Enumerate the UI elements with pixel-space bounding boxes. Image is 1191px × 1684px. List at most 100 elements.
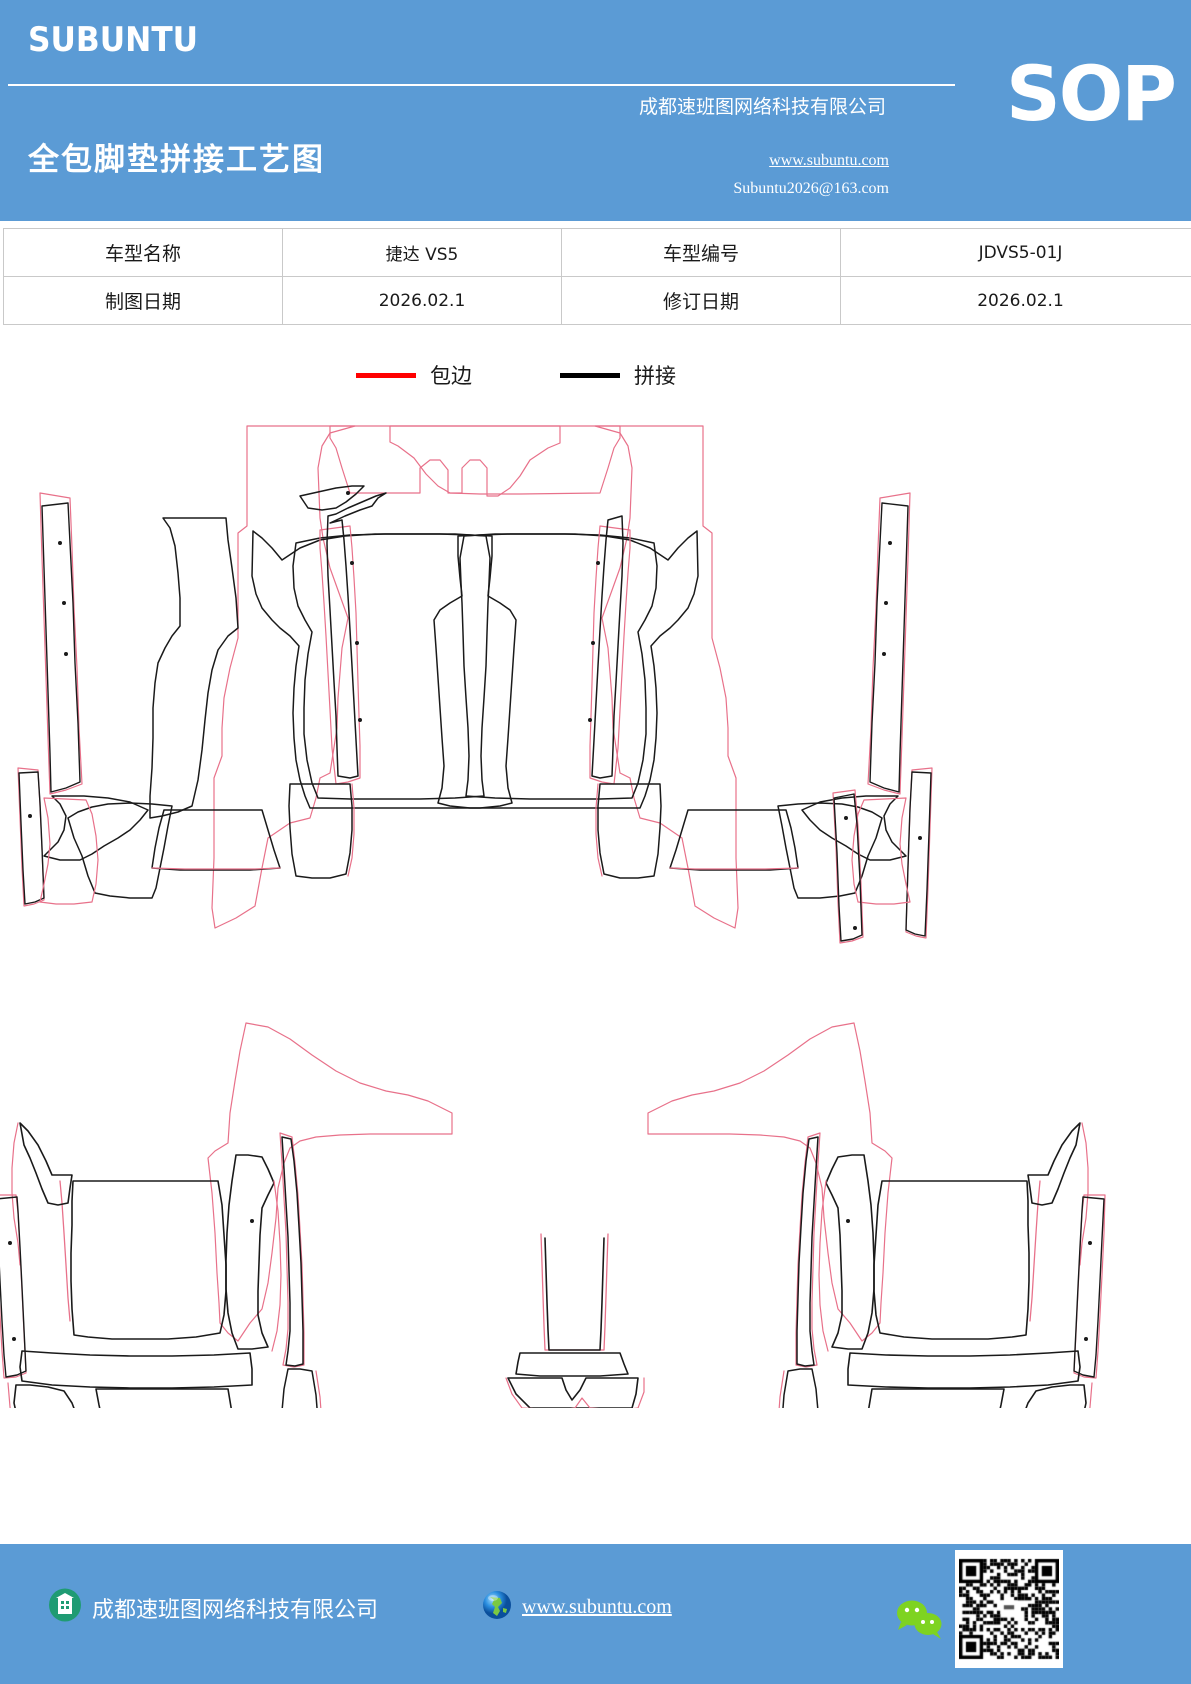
splice-left-hook-rear-right [1027, 1122, 1081, 1206]
front-right-outer-strip [832, 789, 864, 944]
splice-center-body-front-left [251, 530, 517, 809]
label-revision-date: 修订日期 [561, 276, 841, 325]
header-divider-rule [8, 84, 955, 86]
binding-right-panel-rear-left [271, 1180, 282, 1352]
splice-right-panel-rear-left [225, 1154, 275, 1350]
globe-icon [480, 1588, 514, 1627]
binding-outline-rear-left [207, 1022, 453, 1342]
header-website-link[interactable]: www.subuntu.com [769, 152, 889, 169]
legend-swatch-black-line-icon [560, 372, 620, 378]
splice-main-panel-rear-left [70, 1180, 227, 1340]
binding-center-bottom-flare [505, 1377, 645, 1408]
punch-hole-marker [28, 814, 32, 818]
punch-hole-marker [853, 926, 857, 930]
splice-left-strip-front-right [869, 502, 909, 793]
punch-hole-marker [8, 1241, 12, 1245]
splice-inner-panel-front-right [459, 533, 658, 800]
punch-hole-marker [350, 561, 354, 565]
splice-far-right-strip [833, 793, 863, 942]
legend: 包边 拼接 [0, 360, 1191, 394]
label-model-name: 车型名称 [3, 228, 283, 277]
punch-hole-marker [596, 561, 600, 565]
splice-left-tall-strip-rear-right [1073, 1196, 1105, 1378]
binding-right-strip-front-left [319, 525, 361, 785]
front-right-mat-assembly [389, 425, 933, 939]
splice-lower-left-strip [18, 771, 45, 905]
brand-logo-text: SUBUNTU [28, 20, 199, 60]
splice-right-sliver-rear-right [796, 1136, 819, 1367]
footer-website-link[interactable]: www.subuntu.com [522, 1596, 672, 1618]
splice-right-strip-front-right [591, 515, 624, 779]
value-model-name: 捷达 VS5 [282, 228, 562, 277]
punch-hole-marker [358, 718, 362, 722]
document-title: 全包脚垫拼接工艺图 [28, 142, 325, 177]
binding-outline-front-right-top [389, 425, 621, 495]
splice-left-tall-strip-rear-left [0, 1196, 27, 1378]
binding-bottom-left-wedge-rear-left [7, 1382, 11, 1408]
binding-bottom-right-sliver-rear-left [315, 1370, 322, 1408]
splice-bottom-mid-trapezoid-rear-left [95, 1388, 232, 1408]
footer-company-block: 成都速班图网络科技有限公司 [48, 1588, 378, 1627]
splice-left-hook-rear-left [19, 1122, 73, 1206]
splice-bottom-trapezoid-front-left [151, 809, 281, 871]
punch-hole-marker [1088, 1241, 1092, 1245]
binding-left-strip-front-right [867, 492, 911, 795]
vehicle-info-table: 车型名称 捷达 VS5 车型编号 JDVS5-01J 制图日期 2026.02.… [3, 228, 1191, 325]
splice-left-strip-front-left [41, 502, 81, 793]
binding-bottom-trapezoid-front-right [669, 867, 799, 870]
punch-hole-marker [846, 1219, 850, 1223]
punch-hole-marker [882, 652, 886, 656]
splice-bottom-band-rear-right [847, 1350, 1081, 1389]
table-row: 车型名称 捷达 VS5 车型编号 JDVS5-01J [3, 228, 1191, 277]
splice-bottom-band-rear-left [19, 1350, 253, 1389]
legend-swatch-red-line-icon [356, 372, 416, 378]
binding-lower-right-block-front-left [347, 783, 355, 877]
punch-hole-marker [588, 718, 592, 722]
rear-center-tunnel-panel [505, 1233, 645, 1408]
header-email-text: Subuntu2026@163.com [733, 180, 889, 197]
splice-lower-right-block-front-left [288, 783, 353, 879]
binding-far-right-strip [832, 789, 864, 944]
punch-hole-marker [844, 816, 848, 820]
punch-hole-marker [58, 541, 62, 545]
footer-website-block: www.subuntu.com [480, 1588, 672, 1627]
binding-right-strip-front-right [589, 525, 631, 785]
page-header: SUBUNTU 全包脚垫拼接工艺图 成都速班图网络科技有限公司 www.subu… [0, 0, 1191, 221]
punch-hole-marker [355, 641, 359, 645]
binding-right-panel-rear-right [818, 1180, 829, 1352]
label-draw-date: 制图日期 [3, 276, 283, 325]
binding-top-lip-rear-right [1029, 1180, 1041, 1322]
punch-hole-marker [62, 601, 66, 605]
legend-label-binding: 包边 [430, 364, 472, 388]
splice-right-wing-front-left [299, 485, 365, 511]
value-draw-date: 2026.02.1 [282, 276, 562, 325]
splice-bottom-left-wedge-rear-left [13, 1384, 75, 1408]
technical-drawing-area [0, 398, 1191, 1408]
qr-code [955, 1550, 1063, 1668]
binding-outline-rear-right [647, 1022, 893, 1342]
splice-right-sliver-rear-left [281, 1136, 304, 1367]
front-left-mat-assembly [17, 425, 561, 929]
punch-hole-marker [1084, 1337, 1088, 1341]
sop-badge: SOP [1005, 49, 1177, 138]
punch-hole-marker [888, 541, 892, 545]
punch-hole-marker [250, 1219, 254, 1223]
table-row: 制图日期 2026.02.1 修订日期 2026.02.1 [3, 276, 1191, 325]
splice-main-panel-front-left [149, 517, 239, 819]
splice-center-tongue [515, 1352, 629, 1377]
building-icon [48, 1588, 82, 1627]
punch-hole-marker [64, 652, 68, 656]
splice-bottom-right-sliver-rear-right [782, 1368, 819, 1408]
punch-hole-marker [591, 641, 595, 645]
splice-center-body-front-right [433, 530, 699, 809]
binding-right-sliver-rear-right [795, 1132, 821, 1368]
splice-right-panel-rear-right [825, 1154, 875, 1350]
splice-right-strip-front-left [326, 492, 387, 779]
value-revision-date: 2026.02.1 [840, 276, 1191, 325]
rear-right-mat-assembly [647, 1022, 1106, 1408]
header-company-name: 成都速班图网络科技有限公司 [638, 97, 886, 118]
splice-bottom-mid-trapezoid-rear-right [868, 1388, 1005, 1408]
splice-bottom-wedge-a-front-left [43, 795, 149, 861]
label-model-code: 车型编号 [561, 228, 841, 277]
binding-bottom-right-sliver-rear-right [778, 1370, 785, 1408]
